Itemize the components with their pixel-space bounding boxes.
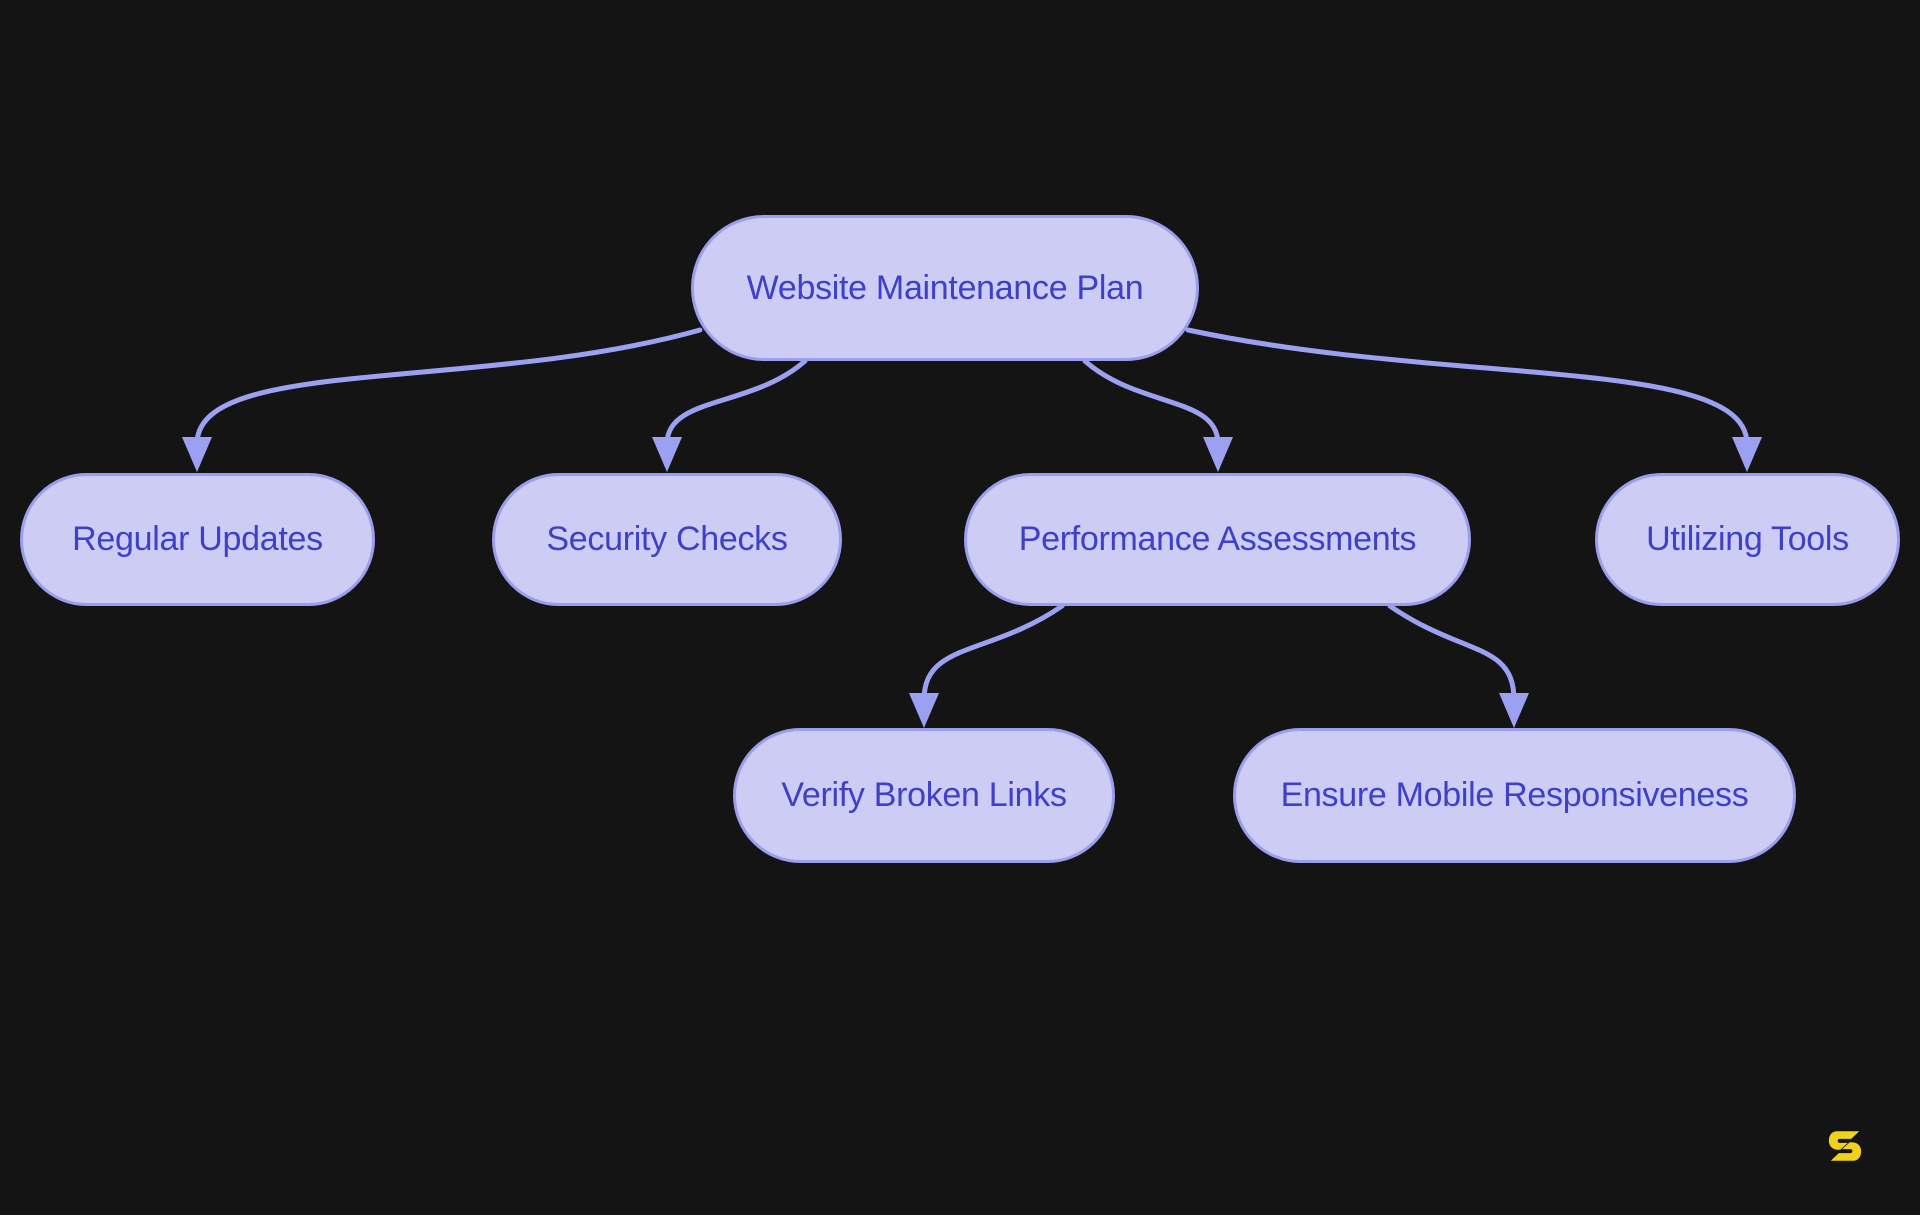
edge-root-to-performance-assessments [1082,358,1221,447]
edge-root-to-utilizing-tools [1185,327,1750,447]
node-label: Ensure Mobile Responsiveness [1280,776,1749,814]
edge-root-to-regular-updates [194,327,703,447]
node-security-checks: Security Checks [492,473,842,606]
node-ensure-mobile-responsiveness: Ensure Mobile Responsiveness [1233,728,1796,863]
edge-root-to-security-checks [664,358,808,447]
arrowhead-ensure-mobile-responsiveness [1499,693,1529,728]
edge-performance-to-ensure-mobile-responsiveness [1387,603,1517,703]
arrowhead-regular-updates [182,437,212,472]
s-logo-icon [1828,1131,1862,1161]
node-regular-updates: Regular Updates [20,473,375,606]
node-label: Website Maintenance Plan [746,268,1144,307]
arrowhead-security-checks [652,437,682,472]
arrowhead-performance-assessments [1203,437,1233,472]
node-performance-assessments: Performance Assessments [964,473,1471,606]
arrowhead-verify-broken-links [909,693,939,728]
node-label: Performance Assessments [1018,520,1417,558]
node-utilizing-tools: Utilizing Tools [1595,473,1900,606]
node-website-maintenance-plan: Website Maintenance Plan [691,215,1199,361]
node-label: Utilizing Tools [1646,520,1849,558]
node-label: Security Checks [546,520,788,558]
node-label: Verify Broken Links [781,776,1067,814]
node-label: Regular Updates [72,520,323,558]
edge-performance-to-verify-broken-links [921,603,1065,703]
arrowhead-utilizing-tools [1732,437,1762,472]
node-verify-broken-links: Verify Broken Links [733,728,1115,863]
